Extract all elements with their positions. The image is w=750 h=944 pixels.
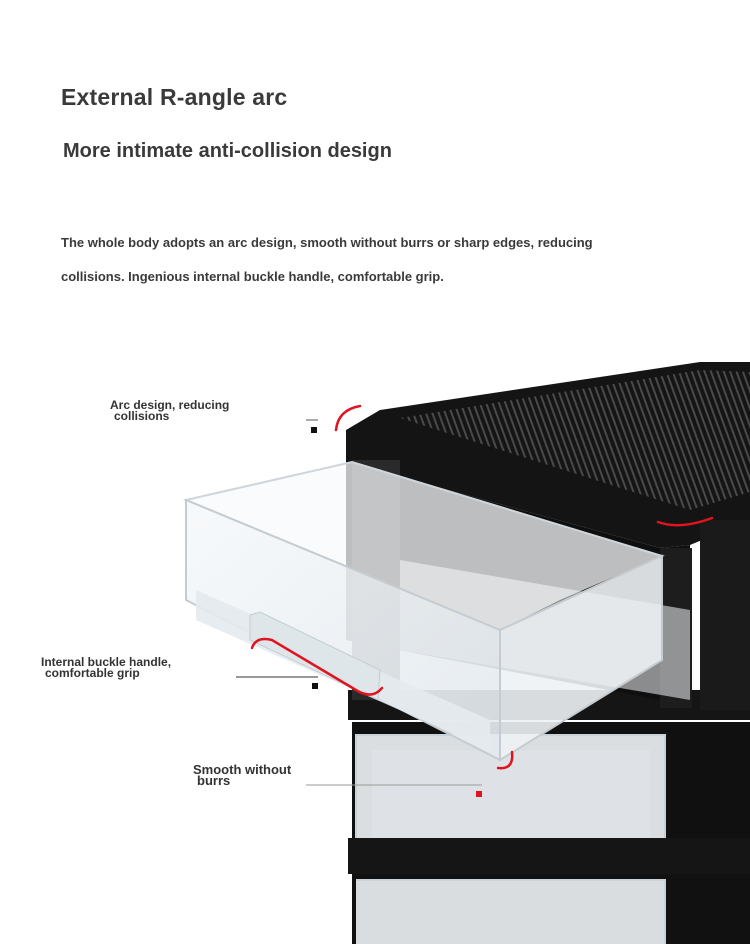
drawer-cabinet-illustration bbox=[182, 362, 750, 944]
callout-smooth: Smooth without burrs bbox=[193, 762, 292, 788]
open-transparent-drawer bbox=[182, 460, 665, 762]
callout-leaders bbox=[236, 419, 482, 797]
callout-handle-line-2: comfortable grip bbox=[45, 666, 140, 680]
callout-handle-line-1: Internal buckle handle, bbox=[41, 655, 172, 669]
callout-arc-line-2: collisions bbox=[114, 409, 170, 423]
callout-arc-line-1: Arc design, reducing bbox=[110, 398, 230, 412]
description-text: The whole body adopts an arc design, smo… bbox=[61, 226, 711, 294]
red-arc-accents bbox=[250, 404, 714, 770]
page-subtitle: More intimate anti-collision design bbox=[63, 140, 392, 162]
callout-smooth-line-1: Smooth without bbox=[193, 762, 292, 777]
description-line-1: The whole body adopts an arc design, smo… bbox=[61, 235, 593, 250]
description-line-2: collisions. Ingenious internal buckle ha… bbox=[61, 269, 444, 284]
page-title: External R-angle arc bbox=[61, 84, 288, 110]
callout-buckle-handle: Internal buckle handle, comfortable grip bbox=[41, 655, 172, 680]
callout-arc-design: Arc design, reducing collisions bbox=[110, 398, 230, 423]
callout-smooth-line-2: burrs bbox=[197, 773, 231, 788]
lower-drawers bbox=[348, 690, 750, 944]
